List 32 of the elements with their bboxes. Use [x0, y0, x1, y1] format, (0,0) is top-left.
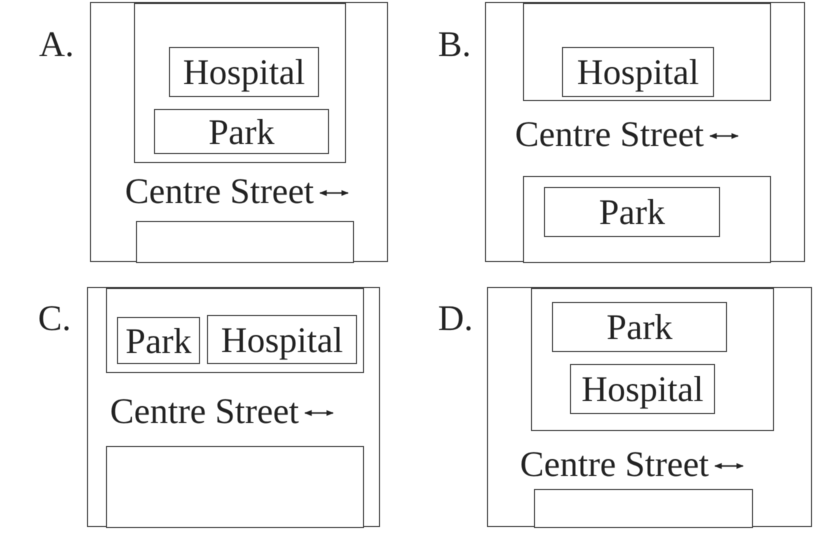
- panel-letter: B.: [438, 23, 472, 65]
- street-name: Centre Street: [110, 392, 299, 430]
- building-box: [562, 47, 714, 97]
- place-name: Hospital: [580, 370, 704, 408]
- block-outline: [534, 489, 753, 528]
- building-box: [570, 364, 715, 414]
- block-outline: [136, 221, 354, 263]
- street-name: Centre Street: [520, 445, 709, 483]
- street-name: Centre Street: [515, 115, 704, 153]
- place-name: Hospital: [220, 320, 344, 358]
- building-box: [544, 187, 720, 237]
- block-outline: [106, 446, 364, 528]
- place-name: Hospital: [182, 53, 306, 91]
- place-name: Park: [598, 193, 666, 231]
- place-name: Park: [606, 308, 674, 346]
- place-name: Park: [208, 112, 276, 150]
- block-outline: [106, 288, 364, 373]
- panel-letter: D.: [438, 297, 473, 339]
- building-box: [117, 317, 200, 364]
- place-name: Park: [124, 322, 192, 360]
- block-outline: [531, 288, 774, 431]
- panel-letter: A.: [39, 23, 74, 65]
- building-box: [169, 47, 319, 97]
- building-box: [552, 302, 727, 352]
- street-name: Centre Street: [125, 172, 314, 210]
- block-outline: [134, 3, 346, 163]
- building-box: [207, 315, 357, 364]
- block-outline: [523, 3, 771, 101]
- place-name: Hospital: [576, 53, 700, 91]
- panel-letter: C.: [38, 297, 72, 339]
- block-outline: [523, 176, 771, 263]
- building-box: [154, 109, 329, 154]
